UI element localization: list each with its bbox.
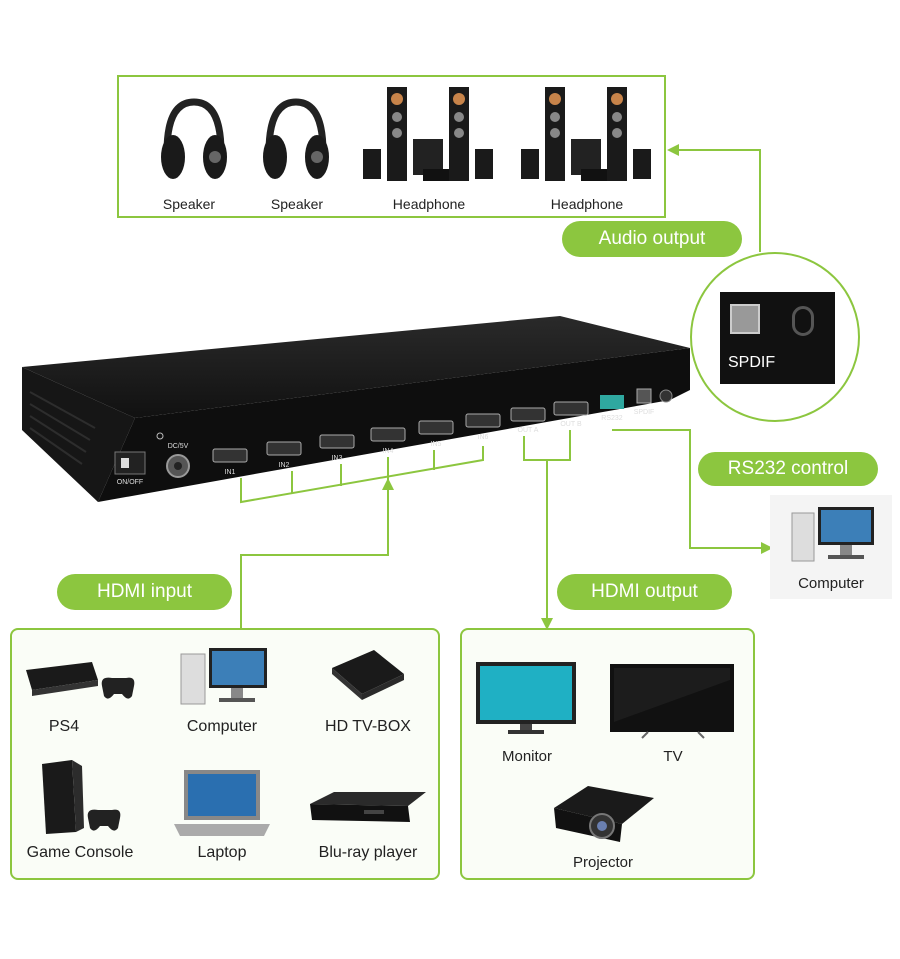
- input-device-label: Laptop: [197, 844, 247, 861]
- input-device-label: HD TV-BOX: [325, 718, 411, 735]
- audio-device-label: Headphone: [550, 196, 624, 212]
- in5-label: IN5: [431, 441, 442, 448]
- power-label: ON/OFF: [117, 479, 143, 486]
- output-device-label: TV: [663, 748, 683, 765]
- hdmi-matrix-switch: [22, 316, 690, 502]
- tv-box-icon: [332, 650, 404, 700]
- optical-port-icon: [730, 304, 760, 334]
- audio-output-label: Audio output: [562, 221, 742, 257]
- in2-label: IN2: [279, 462, 290, 469]
- input-connector-lines: [240, 446, 484, 628]
- input-device-label: Blu-ray player: [318, 844, 418, 861]
- desktop-computer-icon: [180, 648, 267, 705]
- game-console-icon: [42, 760, 121, 834]
- hdmi-output-box: Monitor TV Projector: [460, 628, 755, 880]
- bluray-player-icon: [310, 792, 426, 822]
- audio-jack-icon: [792, 306, 814, 336]
- audio-device-label: Speaker: [270, 196, 324, 212]
- in4-label: IN4: [383, 448, 394, 455]
- spdif-port[interactable]: [636, 388, 652, 404]
- outb-label: OUT B: [560, 421, 582, 428]
- in1-label: IN1: [225, 469, 236, 476]
- rs232-terminal[interactable]: [600, 395, 624, 409]
- tv-icon: [610, 664, 734, 739]
- audio-device-label: Headphone: [392, 196, 466, 212]
- projector-icon: [554, 786, 654, 842]
- hdmi-port-in3[interactable]: [319, 434, 355, 449]
- audio-device-label: Speaker: [162, 196, 216, 212]
- hdmi-port-in6[interactable]: [465, 413, 501, 428]
- monitor-icon: [476, 662, 576, 734]
- in3-label: IN3: [332, 455, 343, 462]
- audio-connector-line: [675, 149, 761, 252]
- speaker-system-icon: [521, 87, 651, 181]
- speaker-system-icon: [363, 87, 493, 181]
- hdmi-output-label: HDMI output: [557, 574, 732, 610]
- input-device-label: Computer: [186, 718, 258, 735]
- spdif-port-label: SPDIF: [634, 409, 655, 416]
- spdif-zoom-callout: SPDIF: [690, 252, 860, 422]
- hdmi-port-outb[interactable]: [553, 401, 589, 416]
- hdmi-input-box: PS4 Computer HD TV-BOX Game Console Lapt…: [10, 628, 440, 880]
- hdmi-input-label: HDMI input: [57, 574, 232, 610]
- rs232-computer-box: Computer: [770, 495, 892, 599]
- in6-label: IN6: [478, 434, 489, 441]
- hdmi-port-in2[interactable]: [266, 441, 302, 456]
- ps4-icon: [26, 662, 135, 699]
- hdmi-port-in5[interactable]: [418, 420, 454, 435]
- zoom-spdif-label: SPDIF: [728, 354, 776, 371]
- input-device-label: Game Console: [26, 844, 134, 861]
- desktop-computer-icon: [791, 507, 874, 562]
- rs232-control-label: RS232 control: [698, 452, 878, 486]
- hdmi-port-in4[interactable]: [370, 427, 406, 442]
- laptop-icon: [174, 770, 270, 836]
- input-device-label: PS4: [48, 718, 80, 735]
- hdmi-port-in1[interactable]: [212, 448, 248, 463]
- dc-label: DC/5V: [168, 443, 189, 450]
- headphones-icon: [161, 98, 227, 179]
- hdmi-port-outa[interactable]: [510, 407, 546, 422]
- rs232-device-label: Computer: [798, 575, 864, 592]
- headphones-icon: [263, 98, 329, 179]
- audio-output-box: Speaker Speaker Headphone Headphone: [117, 75, 666, 218]
- output-device-label: Projector: [572, 854, 634, 871]
- output-device-label: Monitor: [501, 748, 553, 765]
- outa-label: OUT A: [518, 427, 539, 434]
- rs232-connector-line: [612, 429, 765, 549]
- power-switch[interactable]: [114, 451, 146, 475]
- hdmi-input-ports: [212, 401, 589, 463]
- output-connector-lines: [523, 430, 571, 620]
- rs232-label: RS232: [601, 415, 623, 422]
